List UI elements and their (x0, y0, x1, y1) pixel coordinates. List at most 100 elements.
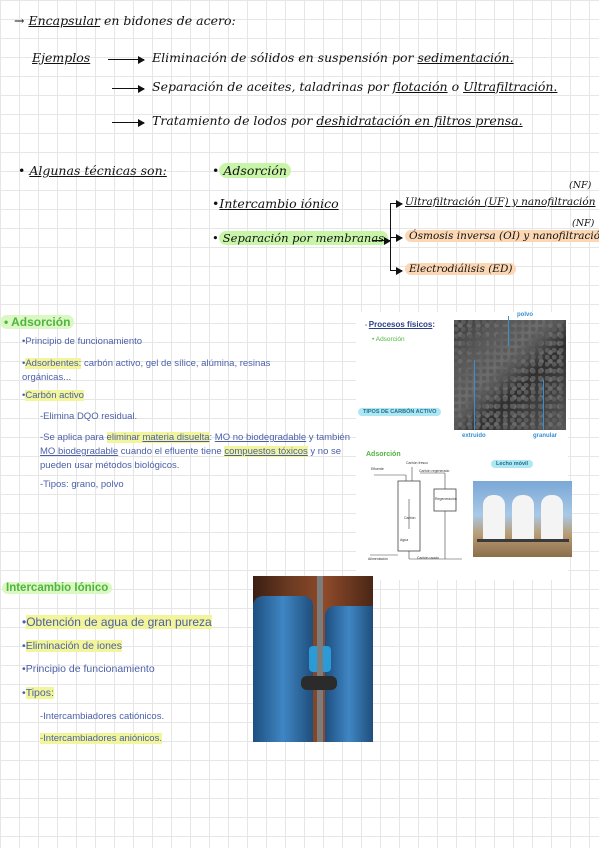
adsorcion-principio-text: Principio de funcionamiento (25, 336, 143, 347)
aplica-part: y no se pueden usar métodos biológicos. (40, 446, 342, 471)
ejemplo-1-emphasis: sedimentación. (417, 50, 514, 65)
membrana-3-text: Electrodiálisis (ED) (405, 263, 517, 275)
tecnicas-label: • Algunas técnicas son: (18, 163, 167, 178)
adsorcion-adsorbentes: •Adsorbentes: carbón activo, gel de síli… (22, 358, 271, 383)
procesos-adsorcion: • Adsorción (372, 336, 405, 343)
diag-efluente: Efluente (371, 467, 384, 471)
bullet-icon: • (212, 196, 220, 211)
carbon-activo-label: Carbón activo (25, 390, 84, 401)
intercambio-item-4: •Tipos: (22, 687, 54, 699)
encapsular-line: → Encapsular en bidones de acero: (14, 13, 236, 28)
extruido-label: extruido (462, 433, 486, 439)
intercambio-item-2: •Eliminación de iones (22, 640, 122, 652)
adsorbentes-text: carbón activo, gel de sílice, alúmina, r… (22, 358, 271, 383)
ejemplo-3-emphasis: deshidratación en filtros prensa. (316, 113, 523, 128)
bracket-line (390, 203, 401, 270)
intercambio-tipo-1: -Intercambiadores catiónicos. (40, 711, 165, 722)
arrow-glyph: → (14, 13, 25, 28)
aplica-part: compuestos tóxicos (224, 446, 308, 457)
ejemplo-3: Tratamiento de lodos por deshidratación … (152, 113, 523, 128)
diag-agua: Agua (400, 538, 409, 542)
adsorcion-principio: •Principio de funcionamiento (22, 336, 143, 347)
arrow-icon (372, 236, 391, 245)
arrow-icon (390, 266, 403, 275)
encapsular-heading: Encapsular (28, 13, 100, 28)
lecho-movil-badge: Lecho móvil (491, 450, 534, 469)
diag-carbon-usado: Carbón usado (417, 556, 439, 560)
bullet-icon: • (212, 163, 220, 178)
aplica-part: y también (306, 432, 350, 443)
ejemplo-1: Eliminación de sólidos en suspensión por… (152, 50, 514, 65)
intercambio-item-1: •Obtención de agua de gran pureza (22, 615, 212, 629)
pointer-line (543, 380, 544, 430)
diag-carbon: Carbón (404, 516, 416, 520)
adsorcion-aplica: -Se aplica para eliminar materia disuelt… (40, 431, 360, 473)
tipos-carbon-text: TIPOS DE CARBÓN ACTIVO (358, 408, 442, 416)
intercambio-title-text: Intercambio Iónico (2, 582, 113, 594)
tipos-carbon-badge: TIPOS DE CARBÓN ACTIVO (358, 398, 442, 417)
adsorcion-dqo: -Elimina DQO residual. (40, 411, 138, 422)
nf-superscript: (NF) (572, 218, 595, 229)
membrana-3: Electrodiálisis (ED) (405, 263, 517, 275)
arrow-icon (390, 233, 403, 242)
arrow-icon (112, 84, 145, 93)
intercambio-title: Intercambio Iónico (2, 578, 113, 596)
ejemplo-1-text: Eliminación de sólidos en suspensión por (152, 50, 418, 65)
membrana-2: Ósmosis inversa (OI) y nanofiltración (405, 230, 599, 242)
ejemplo-2: Separación de aceites, taladrinas por fl… (152, 79, 557, 94)
lecho-movil-text: Lecho móvil (491, 460, 534, 468)
lecho-movil-photo (473, 481, 572, 557)
aplica-part: materia disuelta (142, 432, 210, 443)
bullet-icon: • (18, 163, 26, 178)
tecnica-membranas: •Separación por membranas (212, 231, 389, 245)
intercambio-item-1-text: Obtención de agua de gran pureza (26, 615, 212, 629)
procesos-heading: ▫ Procesos físicos: (365, 320, 435, 329)
adsorcion-title-text: • Adsorción (0, 315, 75, 329)
pointer-line (508, 316, 509, 346)
membrana-1-text: Ultrafiltración (UF) y nanofiltración (405, 196, 596, 208)
arrow-icon (108, 55, 145, 64)
ejemplo-3-text: Tratamiento de lodos por (152, 113, 317, 128)
intercambio-tipo-2: -Intercambiadores aniónicos. (40, 733, 162, 744)
aplica-part: cuando el efluente tiene (118, 446, 225, 457)
intercambio-tipo-2-text: -Intercambiadores aniónicos. (40, 733, 162, 744)
ejemplo-2-text: Separación de aceites, taladrinas por (152, 79, 393, 94)
adsorcion-title: • Adsorción (0, 313, 75, 331)
intercambio-item-4-text: Tipos: (25, 687, 54, 699)
intercambio-ionico-photo (253, 576, 373, 742)
tecnica-intercambio-text: Intercambio iónico (219, 196, 339, 211)
diag-carbon-regenerado: Carbón regenerado (419, 469, 450, 473)
carbon-activo-photo (454, 320, 566, 430)
aplica-part: -Se aplica para (40, 432, 107, 443)
ejemplo-2-mid: o (447, 79, 464, 94)
bullet-icon: • (212, 231, 219, 245)
intercambio-item-2-text: Eliminación de iones (25, 640, 122, 652)
intercambio-item-3-text: Principio de funcionamiento (25, 663, 155, 675)
aplica-part: eliminar (106, 432, 143, 443)
diag-regeneracion: Regeneración (435, 497, 457, 501)
diagram-adsorcion-title: Adsorción (366, 451, 401, 458)
ejemplos-label: Ejemplos (32, 50, 91, 65)
adsorption-diagram (370, 467, 462, 560)
adsorcion-carbon: •Carbón activo (22, 390, 84, 401)
ejemplo-2-emphasis-2: Ultrafiltración. (463, 79, 558, 94)
diag-alimentacion: Alimentación (368, 557, 389, 561)
arrow-icon (112, 118, 145, 127)
aplica-part: MO biodegradable (40, 446, 119, 457)
polvo-label: polvo (517, 312, 533, 318)
diag-carbon-fresco: Carbón fresco (406, 461, 428, 465)
procesos-colon: : (432, 320, 436, 329)
adsorbentes-label: Adsorbentes: (25, 358, 82, 369)
membrana-1: Ultrafiltración (UF) y nanofiltración (405, 196, 595, 208)
square-bullet-icon: ▫ (365, 323, 369, 329)
tecnica-adsorcion: •Adsorción (212, 163, 291, 178)
procesos-text: Procesos físicos (368, 320, 433, 329)
encapsular-rest: en bidones de acero: (103, 13, 236, 28)
procesos-adsorcion-text: Adsorción (375, 336, 405, 343)
granular-label: granular (533, 433, 558, 439)
nf-superscript: (NF) (569, 180, 592, 191)
adsorcion-tipos: -Tipos: grano, polvo (40, 479, 124, 490)
membrana-2-text: Ósmosis inversa (OI) y nanofiltración (405, 230, 599, 242)
tecnicas-label-text: Algunas técnicas son: (29, 163, 167, 178)
pointer-line (474, 360, 475, 430)
